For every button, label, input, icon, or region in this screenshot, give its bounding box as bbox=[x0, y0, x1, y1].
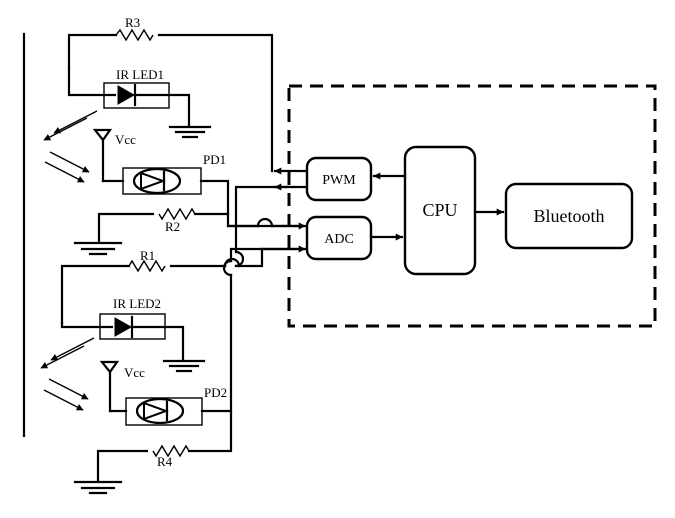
adc-block-label: ADC bbox=[324, 232, 354, 247]
r4-label: R4 bbox=[157, 454, 173, 469]
ir-reception-arrows-1 bbox=[44, 151, 90, 183]
bluetooth-block: Bluetooth bbox=[504, 182, 634, 250]
cpu-block-label: CPU bbox=[422, 200, 457, 220]
pd2-label: PD2 bbox=[204, 385, 227, 400]
ir-emission-arrows-1 bbox=[43, 110, 98, 141]
r2-resistor bbox=[97, 207, 230, 243]
ir-led1-label: IR LED1 bbox=[116, 67, 164, 82]
r4-resistor bbox=[96, 409, 233, 482]
vcc1-label: Vcc bbox=[115, 132, 136, 147]
ir-emission-arrows-2 bbox=[40, 337, 95, 369]
vcc2-label: Vcc bbox=[124, 365, 145, 380]
ir-reception-arrows-2 bbox=[43, 378, 89, 411]
r3-label: R3 bbox=[125, 15, 140, 30]
adc-block: ADC bbox=[305, 215, 373, 261]
vcc1-antenna-icon bbox=[92, 128, 113, 183]
ground-icon bbox=[162, 359, 206, 373]
pwm-block-label: PWM bbox=[322, 173, 356, 188]
ir-led2 bbox=[60, 313, 185, 362]
ir-led1 bbox=[67, 66, 191, 128]
cpu-block: CPU bbox=[403, 145, 477, 276]
ground-icon bbox=[168, 125, 212, 139]
vcc2-antenna-icon bbox=[99, 360, 120, 413]
r2-label: R2 bbox=[165, 219, 180, 234]
bluetooth-block-label: Bluetooth bbox=[534, 206, 605, 226]
r1-resistor bbox=[60, 247, 300, 325]
r1-label: R1 bbox=[140, 248, 155, 263]
pwm-output-lines bbox=[234, 167, 309, 268]
pwm-block: PWM bbox=[305, 156, 373, 202]
photodiode-pd1 bbox=[101, 167, 300, 228]
ir-led2-label: IR LED2 bbox=[113, 296, 161, 311]
pd1-label: PD1 bbox=[203, 152, 226, 167]
adc-input-lines bbox=[226, 217, 307, 253]
ground-icon bbox=[73, 480, 123, 495]
ground-icon bbox=[73, 241, 123, 256]
r3-resistor bbox=[67, 28, 274, 173]
module-boundary bbox=[287, 84, 657, 328]
